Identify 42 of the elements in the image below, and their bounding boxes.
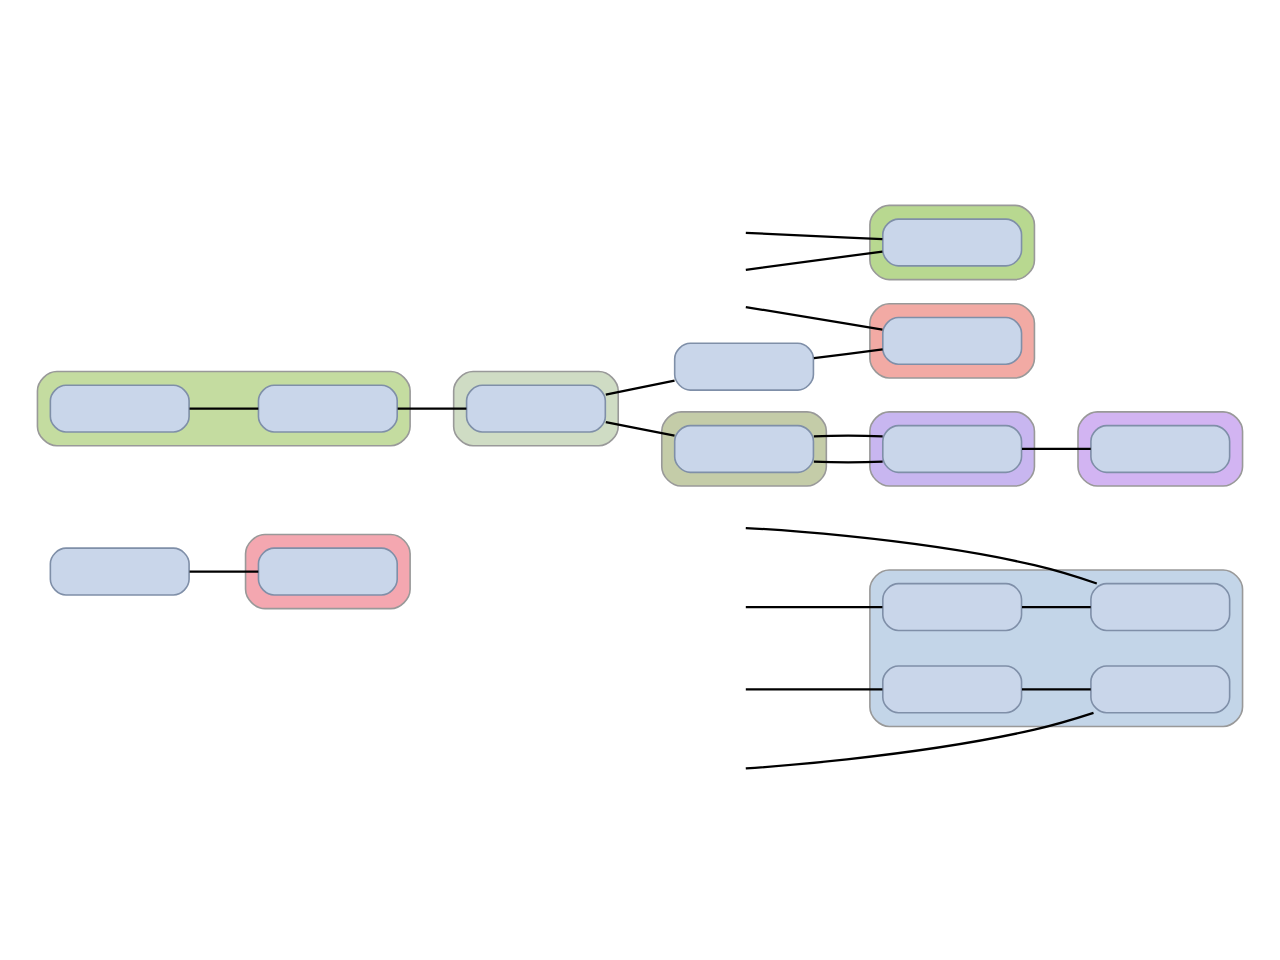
connector: [745, 249, 883, 270]
node-box: [1090, 423, 1231, 473]
node-box: [49, 383, 190, 432]
node-box: [882, 423, 1023, 473]
cluster: [869, 301, 1036, 378]
node-box: [882, 581, 1023, 631]
connector: [813, 433, 883, 437]
connector: [745, 710, 1094, 769]
node-box: [882, 664, 1023, 713]
node-box: [257, 546, 398, 595]
connector: [745, 304, 883, 330]
connector: [813, 347, 883, 359]
node-box: [673, 423, 815, 473]
cluster: [869, 568, 1244, 727]
cluster: [869, 410, 1036, 486]
connector: [397, 406, 467, 409]
node-box: [1090, 664, 1231, 713]
connector: [1022, 446, 1091, 450]
connector: [745, 687, 883, 690]
connector: [189, 406, 259, 409]
cluster: [869, 203, 1036, 280]
connector: [605, 419, 675, 436]
cluster: [452, 369, 620, 446]
connector: [1022, 604, 1091, 608]
node-box: [1090, 581, 1231, 631]
connector: [745, 525, 1098, 584]
node-box: [882, 315, 1023, 365]
node-box: [465, 383, 607, 432]
node-box: [49, 546, 190, 595]
cluster: [1077, 410, 1244, 486]
node-box: [257, 383, 398, 432]
cluster: [244, 532, 411, 609]
connector: [189, 569, 259, 572]
connector: [813, 459, 883, 463]
connector: [605, 378, 675, 395]
cluster: [36, 369, 411, 446]
connector: [745, 230, 883, 240]
connector: [1022, 687, 1091, 690]
node-box: [882, 217, 1023, 266]
connector: [745, 604, 883, 608]
node-box: [673, 341, 815, 390]
cluster: [660, 410, 828, 486]
